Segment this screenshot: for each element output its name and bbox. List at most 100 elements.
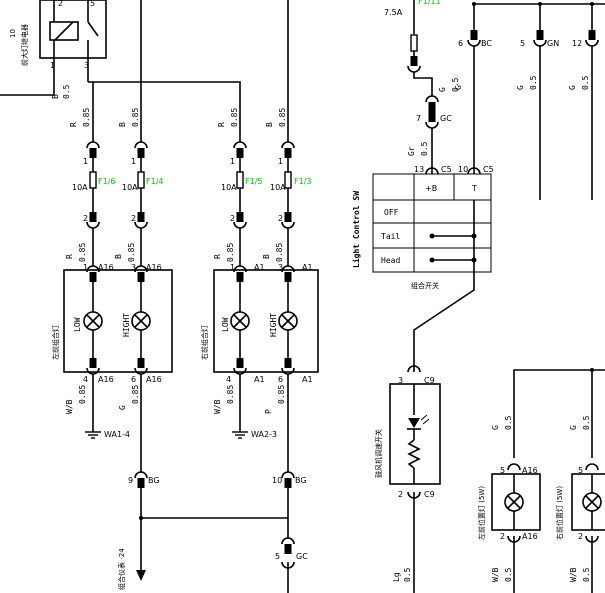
blower-speed-switch bbox=[389, 365, 441, 499]
relay-pin-1: 1 bbox=[50, 61, 55, 70]
wire-gr-size: 0.5 bbox=[420, 141, 429, 156]
switch-row-off: OFF bbox=[384, 208, 399, 217]
switch-col-b: +B bbox=[425, 184, 437, 193]
meter-arrow-icon bbox=[136, 570, 146, 581]
switch-conn-c5-a: C5 bbox=[441, 165, 452, 174]
blower-pin-3: 3 bbox=[398, 376, 403, 385]
pos-left-name: 左前位置灯 (5W) bbox=[477, 486, 486, 540]
fuse3-pin-top: 1 bbox=[230, 157, 235, 166]
right-front-position-lamp bbox=[571, 463, 605, 543]
switch-row-tail: Tail bbox=[381, 232, 400, 241]
wire-g-size-1: 0.85 bbox=[131, 385, 140, 404]
pos-left-conn-bot: A16 bbox=[522, 532, 538, 541]
right-front-combination-lamp bbox=[213, 265, 319, 375]
fuse1-id: F1/6 bbox=[98, 177, 115, 186]
wire-g-label-3: G bbox=[516, 85, 525, 90]
wire-g-size-5: 0.5 bbox=[451, 77, 460, 92]
pos-left-pin-2: 2 bbox=[500, 532, 505, 541]
bg10-pin: 10 bbox=[272, 476, 282, 485]
fuse-column-1 bbox=[86, 141, 100, 266]
right-lamp-conn-bot2: A1 bbox=[302, 375, 313, 384]
conn-gc7-pin: 7 bbox=[416, 114, 421, 123]
conn-gc7-code: GC bbox=[440, 114, 452, 123]
switch-row-head: Head bbox=[381, 256, 400, 265]
relay-label-name: 前大灯继电器 bbox=[20, 24, 29, 66]
blower-name: 鼓风机调速开关 bbox=[374, 429, 383, 478]
left-lamp-conn-bot2: A16 bbox=[146, 375, 162, 384]
wire-r-label-low1: R bbox=[65, 254, 74, 259]
fuse5-id: F1/11 bbox=[418, 0, 441, 6]
fuse4-pin-top: 1 bbox=[278, 157, 283, 166]
fuse1-pin-top: 1 bbox=[83, 157, 88, 166]
conn-gn-code: GN bbox=[547, 39, 559, 48]
left-front-combination-lamp bbox=[63, 265, 173, 375]
wire-r-size-low1: 0.85 bbox=[78, 243, 87, 262]
wire-b-size: 0.5 bbox=[62, 84, 71, 99]
left-lamp-pin-4: 4 bbox=[83, 375, 88, 384]
wire-lg-label: Lg bbox=[392, 572, 401, 582]
left-lamp-pin-3: 3 bbox=[131, 263, 136, 272]
pos-right-pin-2: 2 bbox=[578, 532, 583, 541]
fuse2-amps: 10A bbox=[122, 183, 138, 192]
switch-col-t: T bbox=[471, 184, 477, 193]
wire-wb-label-2: W/B bbox=[213, 399, 222, 414]
left-front-position-lamp bbox=[491, 463, 541, 543]
relay-label-code: 10 bbox=[9, 29, 17, 38]
switch-caption: 组合开关 bbox=[411, 281, 439, 290]
left-lamp-conn-top2: A16 bbox=[146, 263, 162, 272]
pos-right-pin-5: 5 bbox=[578, 466, 583, 475]
bg10-code: BG bbox=[295, 476, 307, 485]
conn-12-pin: 12 bbox=[572, 39, 582, 48]
wire-lg-size: 0.5 bbox=[403, 567, 412, 582]
left-lamp-name: 左前组合灯 bbox=[51, 325, 60, 360]
blower-conn-c9-a: C9 bbox=[424, 376, 435, 385]
relay-pin-5: 5 bbox=[90, 0, 95, 8]
bg-connector-9 bbox=[134, 471, 148, 489]
wire-r-size-3: 0.85 bbox=[230, 108, 239, 127]
wire-wb-label-3: W/B bbox=[491, 567, 500, 582]
wire-g-label-5: G bbox=[438, 87, 447, 92]
wire-g-label-7: G bbox=[569, 425, 578, 430]
fuse3-pin-bot: 2 bbox=[230, 214, 235, 223]
headlight-relay bbox=[39, 0, 107, 59]
relay-pin-2: 2 bbox=[58, 0, 63, 8]
right-lamp-pin-6: 6 bbox=[278, 375, 283, 384]
wire-b-label: B bbox=[51, 94, 60, 99]
wire-b-label-low4: B bbox=[262, 254, 271, 259]
wire-b-size-low2: 0.85 bbox=[127, 243, 136, 262]
left-lamp-conn-bot1: A16 bbox=[98, 375, 114, 384]
wire-g-size-4: 0.5 bbox=[581, 75, 590, 90]
left-lamp-pin-6: 6 bbox=[131, 375, 136, 384]
right-lamp-conn-bot1: A1 bbox=[254, 375, 265, 384]
left-lamp-high-label: HIGHT bbox=[122, 313, 131, 337]
switch-pin-13: 13 bbox=[414, 165, 424, 174]
wire-p-size: 0.85 bbox=[277, 385, 286, 404]
right-lamp-high-label: HIGHT bbox=[269, 313, 278, 337]
right-lamp-low-label: LOW bbox=[221, 317, 230, 332]
right-ground-label: WA2-3 bbox=[251, 430, 277, 439]
blower-conn-c9-b: C9 bbox=[424, 490, 435, 499]
conn-gn-pin: 5 bbox=[520, 39, 525, 48]
wire-g-label-2: G bbox=[454, 85, 463, 90]
right-lamp-conn-top2: A1 bbox=[302, 263, 313, 272]
right-lamp-pin-4: 4 bbox=[226, 375, 231, 384]
fuse4-pin-bot: 2 bbox=[278, 214, 283, 223]
fuse4-id: F1/3 bbox=[294, 177, 311, 186]
fuse2-pin-bot: 2 bbox=[131, 214, 136, 223]
wire-r-label-low3: R bbox=[213, 254, 222, 259]
wire-wb-label-4: W/B bbox=[569, 567, 578, 582]
wire-wb-size-2: 0.85 bbox=[226, 385, 235, 404]
conn-bc-pin: 6 bbox=[458, 39, 463, 48]
wire-g-size-3: 0.5 bbox=[529, 75, 538, 90]
fuse4-amps: 10A bbox=[270, 183, 286, 192]
fuse1-pin-bot: 2 bbox=[83, 214, 88, 223]
bg9-pin: 9 bbox=[128, 476, 133, 485]
conn-bc-code: BC bbox=[481, 39, 492, 48]
wire-p-label: P bbox=[264, 409, 273, 414]
gc5-code: GC bbox=[296, 552, 308, 561]
bg-connector-10 bbox=[281, 471, 295, 489]
wire-r-label: R bbox=[69, 122, 78, 127]
wire-wb-size-1: 0.85 bbox=[78, 385, 87, 404]
pos-left-pin-5: 5 bbox=[500, 466, 505, 475]
